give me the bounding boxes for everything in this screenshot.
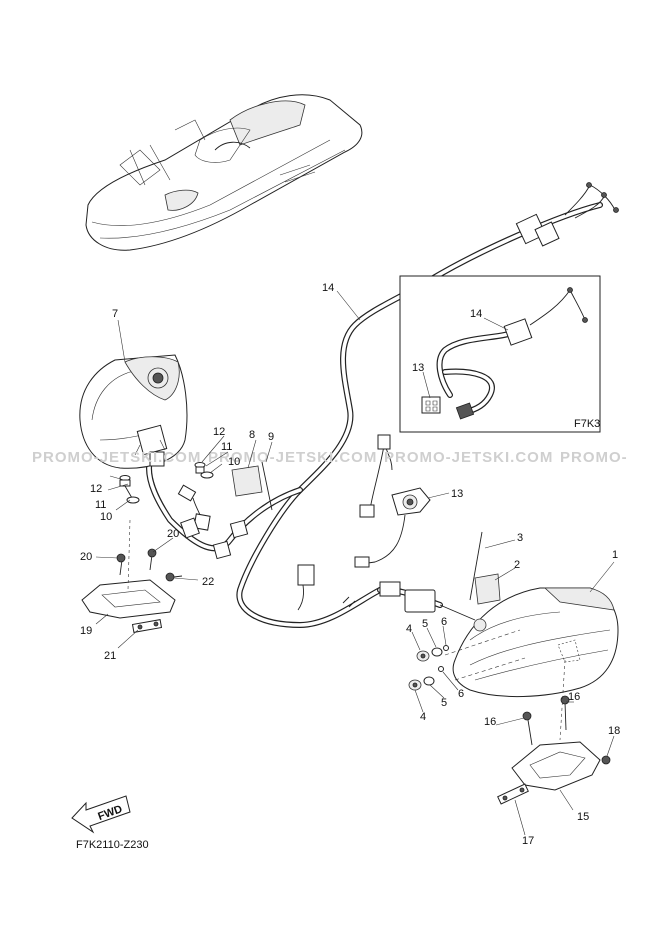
callout-20b: 20 xyxy=(167,528,179,540)
callout-12b: 12 xyxy=(213,426,225,438)
callout-11b: 11 xyxy=(221,441,232,453)
callout-6a: 6 xyxy=(441,616,447,628)
bracket-15 xyxy=(497,659,611,805)
callout-22: 22 xyxy=(202,576,214,588)
watercraft-overview xyxy=(85,94,363,251)
callout-14-inset: 14 xyxy=(470,308,482,320)
watermark: PROMO-JETSKI.COM PROMO-JETSKI.COM PROMO-… xyxy=(32,449,628,466)
callout-2: 2 xyxy=(514,559,520,571)
callout-7: 7 xyxy=(112,308,118,320)
callout-10a: 10 xyxy=(100,511,112,523)
callout-4a: 4 xyxy=(406,623,412,635)
callout-11a: 11 xyxy=(95,499,106,511)
callout-16a: 16 xyxy=(484,716,496,728)
callout-13-inset: 13 xyxy=(412,362,424,374)
callout-3: 3 xyxy=(517,532,523,544)
callout-12a: 12 xyxy=(90,483,102,495)
callout-5b: 5 xyxy=(441,697,447,709)
callout-20a: 20 xyxy=(80,551,92,563)
callout-21: 21 xyxy=(104,650,116,662)
connector-13 xyxy=(354,487,431,568)
callout-18: 18 xyxy=(608,725,620,737)
callout-13: 13 xyxy=(451,488,463,500)
callout-15: 15 xyxy=(577,811,589,823)
callout-10b: 10 xyxy=(228,456,240,468)
left-connectors xyxy=(177,484,249,560)
callout-17: 17 xyxy=(522,835,534,847)
right-lamp-assembly xyxy=(439,587,619,698)
inset-box: F7K3 xyxy=(399,275,601,433)
bracket-19 xyxy=(81,519,183,633)
callouts: 1 2 3 4 5 6 4 5 6 7 8 9 10 11 12 10 11 1… xyxy=(80,282,620,847)
fwd-arrow-icon: FWD xyxy=(71,795,131,834)
left-lamp-assembly xyxy=(79,354,188,469)
diagram-code: F7K2110-Z230 xyxy=(76,839,149,851)
callout-1: 1 xyxy=(612,549,618,561)
tube-3 xyxy=(469,531,483,601)
watermark-text-4: PROMO- xyxy=(560,449,628,466)
callout-8: 8 xyxy=(249,429,255,441)
watermark-text-1: PROMO-JETSKI.COM xyxy=(32,449,201,466)
callout-9: 9 xyxy=(268,431,274,443)
leader-lines xyxy=(95,290,615,836)
label-sticker-8 xyxy=(231,465,263,497)
tube-9 xyxy=(261,461,273,511)
inset-label: F7K3 xyxy=(574,418,600,430)
callout-16b: 16 xyxy=(568,691,580,703)
callout-14: 14 xyxy=(322,282,334,294)
label-sticker-2 xyxy=(474,573,501,605)
callout-5a: 5 xyxy=(422,618,428,630)
callout-6b: 6 xyxy=(458,688,464,700)
grommet-set-left xyxy=(119,462,214,504)
watermark-text-3: PROMO-JETSKI.COM xyxy=(384,449,553,466)
callout-19: 19 xyxy=(80,625,92,637)
washers-right xyxy=(408,645,449,691)
callout-4b: 4 xyxy=(420,711,426,723)
